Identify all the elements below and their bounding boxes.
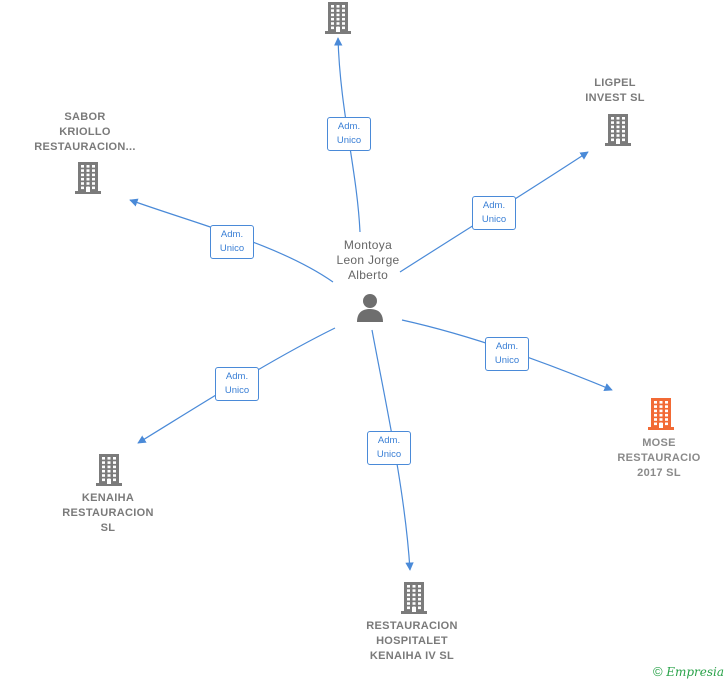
person-icon[interactable] [355, 292, 385, 327]
building-icon[interactable] [398, 580, 430, 619]
footer-brand: © Empresia [653, 664, 724, 679]
company-name-ligpel[interactable]: LIGPEL INVEST SL [585, 77, 645, 104]
building-icon-highlight[interactable] [645, 396, 677, 435]
company-name-mose[interactable]: MOSE RESTAURACIO 2017 SL [617, 437, 701, 479]
edge-label-ligpel[interactable]: Adm. Unico [472, 196, 516, 230]
edge-label-hospitalet[interactable]: Adm. Unico [367, 431, 411, 465]
copyright-icon: © [652, 664, 663, 679]
building-icon[interactable] [322, 0, 354, 39]
building-icon[interactable] [93, 452, 125, 491]
building-icon[interactable] [602, 112, 634, 151]
center-person-name[interactable]: Montoya Leon Jorge Alberto [336, 238, 400, 282]
edge-label-top[interactable]: Adm. Unico [327, 117, 371, 151]
brand-logo: Empresia [666, 665, 724, 679]
company-name-kenaiha[interactable]: KENAIHA RESTAURACION SL [62, 492, 154, 534]
edge-label-mose[interactable]: Adm. Unico [485, 337, 529, 371]
edge-label-kenaiha[interactable]: Adm. Unico [215, 367, 259, 401]
edge-label-sabor[interactable]: Adm. Unico [210, 225, 254, 259]
building-icon[interactable] [72, 160, 104, 199]
company-name-sabor[interactable]: SABOR KRIOLLO RESTAURACION... [34, 111, 136, 153]
company-name-hospitalet[interactable]: RESTAURACION HOSPITALET KENAIHA IV SL [366, 620, 458, 662]
